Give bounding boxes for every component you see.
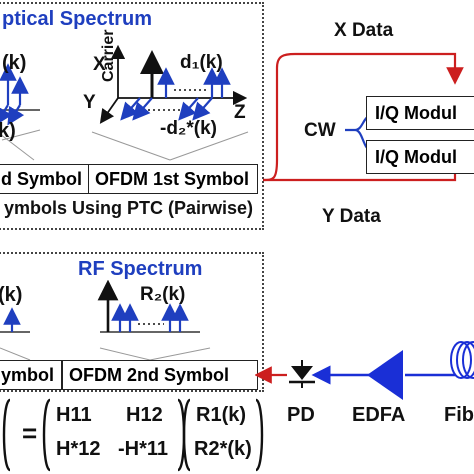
pd-label: PD <box>287 404 315 426</box>
matrix-h11: H11 <box>56 404 92 426</box>
top-symbol-left-label: d Symbol <box>1 168 83 189</box>
matrix-h12: H12 <box>126 404 163 426</box>
d1-subcarriers <box>157 67 231 98</box>
bottom-symbol-left-box: ymbol <box>0 360 62 390</box>
fiber-label: Fib <box>444 404 474 426</box>
xyz-axes <box>99 44 248 124</box>
axis-z-label: Z <box>234 102 246 123</box>
iq-modulator-top-label: I/Q Modul <box>375 102 457 123</box>
x-data-label: X Data <box>334 20 394 41</box>
funnel-lines <box>0 131 249 161</box>
left-partial-label: (k) <box>2 52 27 74</box>
carrier-label: Carrier <box>100 29 117 82</box>
iq-modulator-bottom-label: I/Q Modul <box>375 146 457 167</box>
photodiode-icon <box>289 360 315 388</box>
bottom-symbol-right-label: OFDM 2nd Symbol <box>69 364 230 385</box>
left-partial-label-2: k) <box>0 120 16 142</box>
cw-label: CW <box>304 120 336 141</box>
edfa-label: EDFA <box>352 404 406 426</box>
axis-x-label: X <box>93 54 106 75</box>
fiber-spool-icon <box>450 341 474 379</box>
y-data-label: Y Data <box>322 206 381 227</box>
matrix-equals: = <box>22 418 38 448</box>
rf-spectrum-diagram <box>0 280 211 360</box>
top-symbol-right-label: OFDM 1st Symbol <box>95 168 250 189</box>
axis-y-label: Y <box>83 92 96 113</box>
rf-spectrum-panel <box>0 252 264 392</box>
left-partial-spectrum <box>0 63 41 141</box>
bottom-symbol-left-label: ymbol <box>1 364 55 385</box>
top-symbol-right-box: OFDM 1st Symbol <box>88 164 258 194</box>
matrix-r1: R1(k) <box>196 404 247 426</box>
d2-label: -d₂*(k) <box>160 118 217 139</box>
matrix-h22: -H*11 <box>118 438 169 460</box>
rf-left-partial <box>0 307 31 360</box>
edfa-icon <box>367 350 403 400</box>
rf-r2-label: R₂(k) <box>140 284 186 305</box>
rf-right-spectrum <box>97 280 211 360</box>
rf-spectrum-title: RF Spectrum <box>78 258 203 280</box>
bottom-symbol-right-box: OFDM 2nd Symbol <box>62 360 258 390</box>
optical-spectrum-title: ptical Spectrum <box>2 8 153 30</box>
matrix-h21: H*12 <box>56 438 101 460</box>
optical-spectrum-diagram <box>0 44 249 161</box>
iq-modulator-top: I/Q Modul <box>366 96 474 130</box>
optical-spectrum-panel <box>0 2 264 230</box>
matrix-brackets <box>2 398 264 472</box>
rf-left-partial-label: (k) <box>0 284 23 306</box>
matrix-r2: R2*(k) <box>194 438 252 460</box>
iq-modulator-bottom: I/Q Modul <box>366 140 474 174</box>
d1-label: d₁(k) <box>180 52 223 73</box>
d2-subcarriers <box>120 97 213 121</box>
receiver-diagram <box>255 341 474 400</box>
top-symbol-left-box: d Symbol <box>0 164 90 194</box>
top-caption: ymbols Using PTC (Pairwise) <box>4 198 254 218</box>
